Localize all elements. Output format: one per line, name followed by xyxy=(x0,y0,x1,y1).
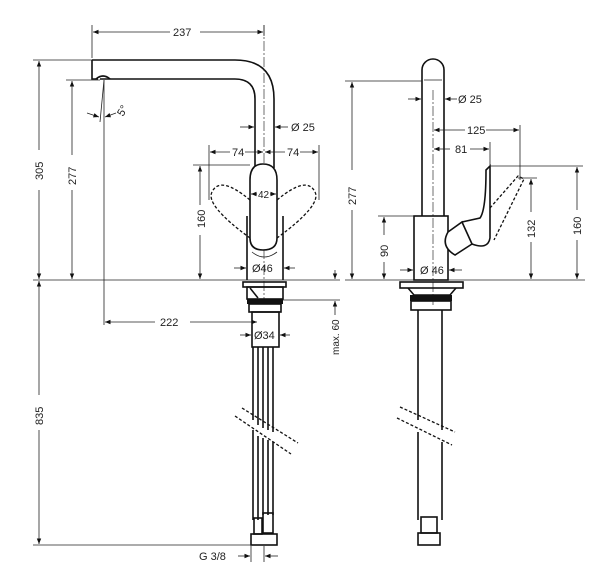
dim-spout-reach: 237 xyxy=(173,27,191,39)
aerator xyxy=(95,75,111,80)
dim-handle-left: 74 xyxy=(232,147,244,159)
dim-angle: 5° xyxy=(115,103,131,118)
dim-max-counter: max. 60 xyxy=(331,319,342,355)
hose xyxy=(417,432,443,520)
dim-shank-diameter: Ø34 xyxy=(254,330,275,342)
dim-outlet-height: 277 xyxy=(67,167,79,185)
dim-hose-length: 835 xyxy=(34,407,46,425)
lever-open-position xyxy=(489,175,525,241)
shank xyxy=(251,311,280,348)
dim-hose-thread: G 3/8 xyxy=(199,551,226,563)
handle-wing-left xyxy=(210,184,251,239)
dim-body-diameter: Ø46 xyxy=(252,263,273,275)
hose-fitting xyxy=(420,516,438,534)
dim-total-height: 305 xyxy=(34,162,46,180)
dim-handle-height: 160 xyxy=(196,210,208,228)
handle-wing-right xyxy=(276,184,317,239)
lever xyxy=(461,164,491,247)
hose-nut xyxy=(250,533,278,546)
dim-spout-diameter: Ø 25 xyxy=(291,122,315,134)
hoses-bottom xyxy=(252,430,274,520)
dim-lever-reach-open: 125 xyxy=(467,125,485,137)
dim-handle-width: 42 xyxy=(258,190,270,201)
dim-body-height: 90 xyxy=(379,245,391,257)
spout-tube xyxy=(421,58,445,216)
dim-lever-height: 160 xyxy=(572,217,584,235)
dim-outlet-to-shank: 222 xyxy=(160,317,178,329)
hoses-top xyxy=(252,347,274,432)
dim-handle-right: 74 xyxy=(287,147,299,159)
tap-body xyxy=(246,216,284,280)
mounting-plate xyxy=(399,281,464,289)
dim-lever-reach: 81 xyxy=(455,144,467,156)
shank xyxy=(417,310,443,430)
thread xyxy=(410,295,452,301)
hose-nut xyxy=(417,532,441,546)
cartridge xyxy=(444,220,474,256)
spout-inner xyxy=(100,78,256,168)
dim-spout-diameter-side: Ø 25 xyxy=(458,94,482,106)
hose-fitting xyxy=(253,517,263,535)
break-line xyxy=(241,407,299,444)
handle-body xyxy=(249,163,278,251)
dim-outlet-height-side: 277 xyxy=(347,187,359,205)
dim-lever-height-open: 132 xyxy=(526,220,538,238)
side-view: 277 Ø 25 125 81 90 Ø 46 132 160 xyxy=(345,58,585,546)
dim-body-diameter-side: Ø 46 xyxy=(420,265,444,277)
hose-fitting xyxy=(262,512,274,534)
front-view: 237 305 277 5° Ø 25 74 74 42 160 Ø46 xyxy=(33,25,342,563)
thread xyxy=(247,299,283,304)
